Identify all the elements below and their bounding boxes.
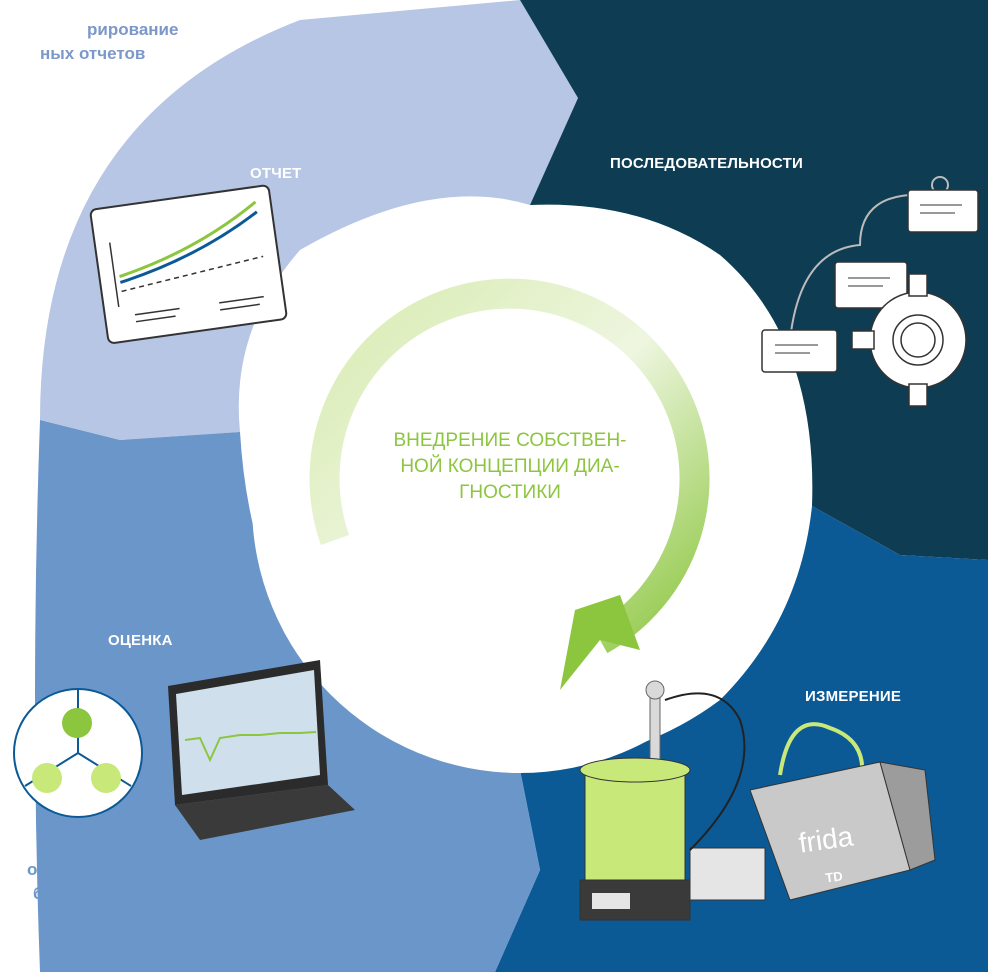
corner-text-bottom-right-line-1: ме <box>960 860 983 879</box>
cycle-arrow <box>309 278 710 654</box>
corner-text-top-right: Экономия в благодар последоват рений в п <box>840 18 956 114</box>
corner-text-bottom-left-line-3: все <box>43 908 72 927</box>
corner-text-bottom-right-line-3: с <box>978 908 988 927</box>
center-title: ВНЕДРЕНИЕ СОБСТВЕН- НОЙ КОНЦЕПЦИИ ДИА- Г… <box>360 428 660 506</box>
td-logo-label: TD <box>824 868 843 885</box>
laptop-icon <box>168 660 355 840</box>
segment-label-evaluation: ОЦЕНКА <box>108 632 173 649</box>
segment-sequence <box>520 0 988 560</box>
corner-text-top-left-line-2: ных отчетов <box>40 44 146 63</box>
corner-text-top-right-line-3: последоват <box>852 68 952 87</box>
corner-text-top-right-line-1: Экономия в <box>853 20 953 39</box>
frida-brand-label: frida <box>797 820 856 858</box>
segment-label-sequence: ПОСЛЕДОВАТЕЛЬНОСТИ <box>610 155 803 172</box>
segment-label-report: ОТЧЕТ <box>250 165 302 182</box>
center-title-line-1: ВНЕДРЕНИЕ СОБСТВЕН- <box>393 430 627 451</box>
corner-text-bottom-right: ме д с <box>960 858 988 930</box>
segment-label-measure: ИЗМЕРЕНИЕ <box>805 688 902 705</box>
frida-device-icon: frida TD <box>749 722 936 901</box>
report-chart-icon <box>89 184 288 344</box>
corner-text-bottom-left: оценка беля, все ения <box>5 858 86 954</box>
cycle-arrow-head <box>560 595 640 690</box>
corner-text-bottom-left-line-4: ения <box>40 932 81 951</box>
smiley-rating-icon <box>13 688 143 818</box>
center-title-line-3: ГНОСТИКИ <box>459 482 561 503</box>
corner-text-top-left-line-1: рирование <box>87 20 179 39</box>
corner-text-top-right-line-4: рений в п <box>872 92 954 111</box>
measurement-device-icon <box>579 680 766 921</box>
center-title-line-2: НОЙ КОНЦЕПЦИИ ДИА- <box>400 456 620 477</box>
corner-text-bottom-left-line-2: беля, <box>33 884 79 903</box>
corner-text-top-left: рирование ных отчетов <box>40 18 178 66</box>
corner-text-top-right-line-2: благодар <box>878 44 956 63</box>
corner-text-bottom-left-line-1: оценка <box>27 860 86 879</box>
sequence-cards-icon <box>761 176 979 373</box>
gear-icon <box>851 273 967 407</box>
corner-text-bottom-right-line-2: д <box>978 884 988 903</box>
